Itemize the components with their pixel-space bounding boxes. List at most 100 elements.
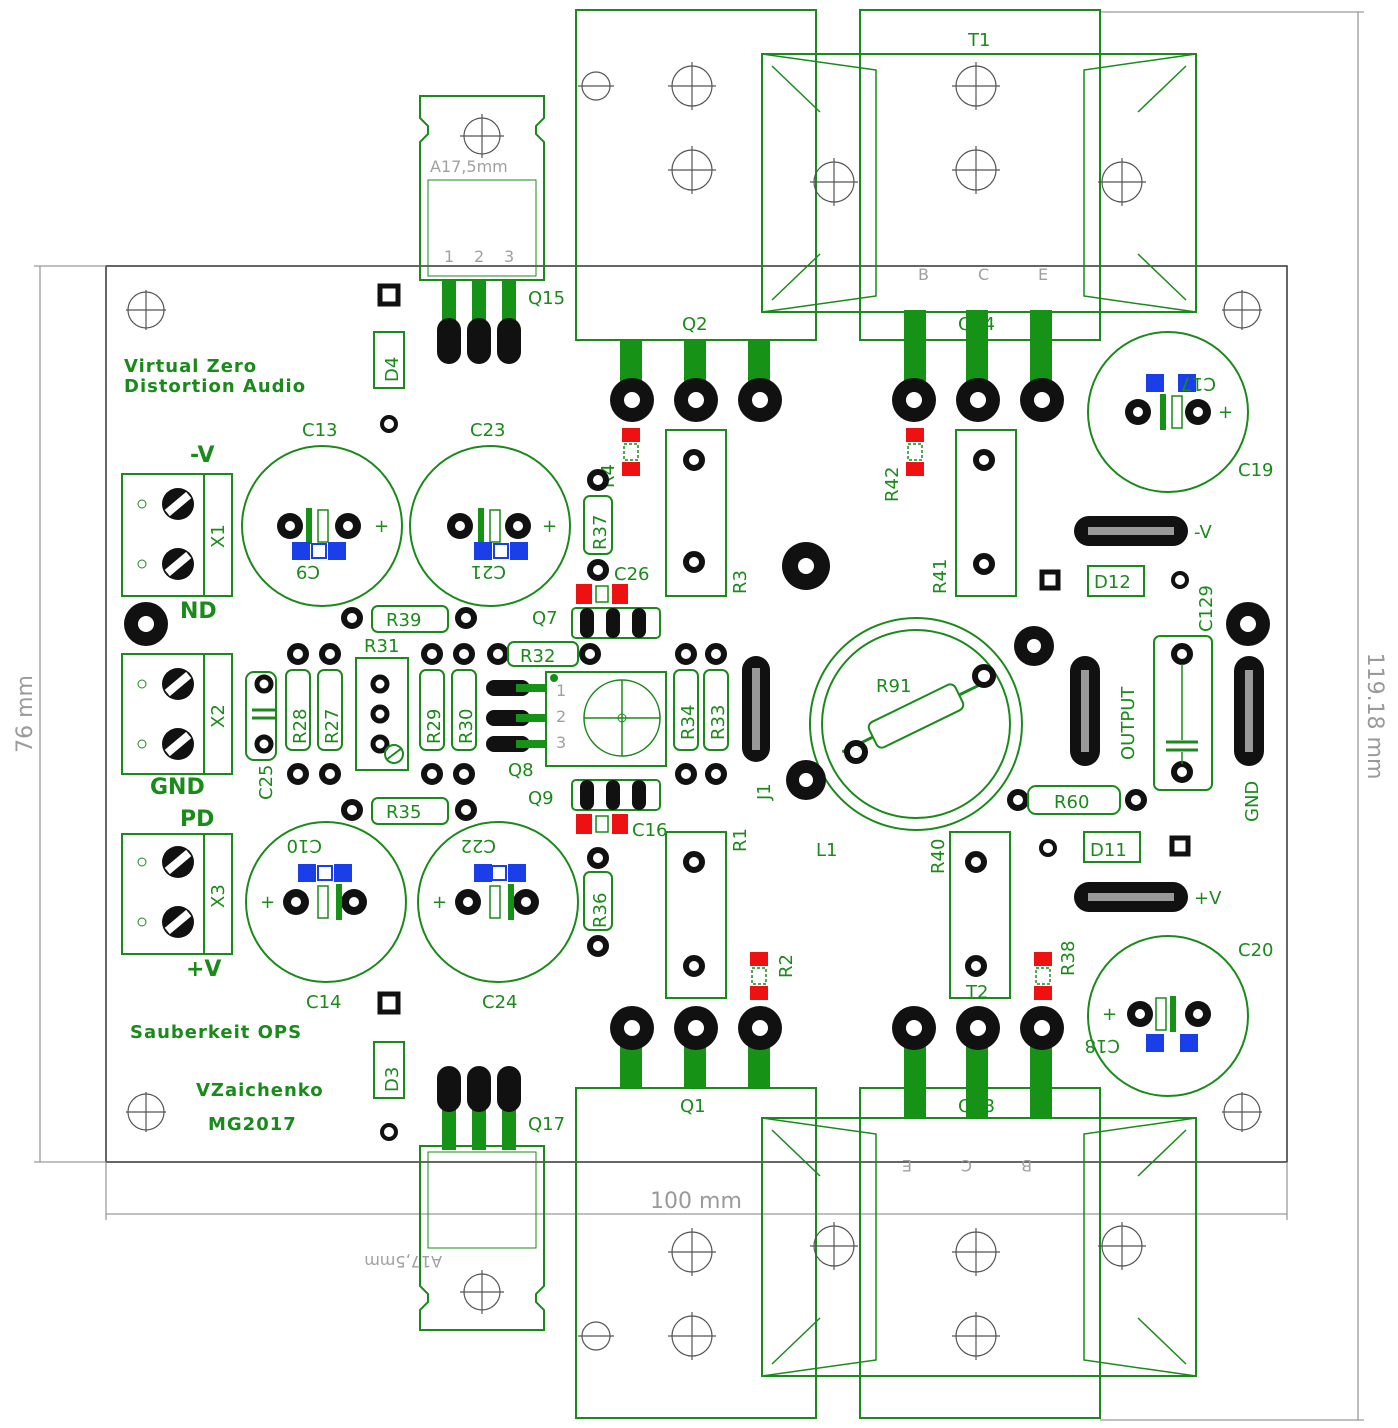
svg-text:D12: D12 <box>1094 572 1131 593</box>
gnd-label: GND <box>150 775 205 800</box>
r60-resistor: R60 <box>1007 785 1147 815</box>
l1-inductor: R91 L1 <box>809 617 1023 861</box>
dim-overall-label: 119.18 mm <box>1362 653 1387 780</box>
c14-capacitor: + C10 <box>245 821 407 983</box>
gnd-jumper-right: GND <box>1226 602 1270 822</box>
j1-jumper: J1 <box>742 656 775 801</box>
q1-label: Q1 <box>680 1096 706 1117</box>
d4-pad <box>377 283 401 307</box>
svg-text:R31: R31 <box>364 636 399 657</box>
board-outline <box>105 265 1288 1163</box>
svg-text:+: + <box>1218 402 1233 423</box>
r38-smd: R38 <box>1034 941 1079 1000</box>
c24-capacitor: + C22 <box>417 821 579 983</box>
svg-text:E: E <box>902 1156 912 1175</box>
d4-diode: D4 <box>373 331 405 389</box>
t2-label: T2 <box>965 982 988 1003</box>
svg-text:B: B <box>1021 1156 1032 1175</box>
board-subtitle: Sauberkeit OPS <box>130 1022 302 1043</box>
svg-text:GND: GND <box>1242 781 1263 822</box>
x2-terminal: X2 <box>121 653 233 775</box>
q2-label: Q2 <box>682 314 708 335</box>
neg-v-jumper-right: -V <box>1074 516 1212 546</box>
neg-v-label: -V <box>190 443 215 468</box>
q17-heatsink: A17,5mm <box>364 1145 545 1331</box>
c20-label: C20 <box>1238 940 1273 961</box>
c13-capacitor: + C9 <box>241 445 403 607</box>
svg-text:C18: C18 <box>1085 1035 1120 1056</box>
svg-text:C129: C129 <box>1196 585 1217 632</box>
svg-text:R38: R38 <box>1058 941 1079 976</box>
c14-label: C14 <box>306 992 341 1013</box>
svg-text:R39: R39 <box>386 610 421 631</box>
board-title-1: Virtual Zero <box>124 356 257 377</box>
dimension-overall-height: 119.18 mm <box>1100 11 1387 1421</box>
r29-resistor: R29 <box>419 643 445 785</box>
c129-capacitor: C129 <box>1153 585 1217 791</box>
svg-text:X3: X3 <box>208 884 229 908</box>
svg-text:R3: R3 <box>730 570 751 594</box>
svg-text:C16: C16 <box>632 820 667 841</box>
svg-text:2: 2 <box>474 247 484 266</box>
c26-smd: C26 <box>576 564 649 604</box>
nd-label: ND <box>180 599 217 624</box>
svg-text:R29: R29 <box>424 709 445 744</box>
c19-capacitor: + C17 <box>1087 331 1249 493</box>
svg-text:C9: C9 <box>296 561 320 582</box>
svg-text:B: B <box>918 265 929 284</box>
q15-note: A17,5mm <box>430 157 508 176</box>
d12-diode: D12 <box>1087 565 1145 597</box>
c19-label: C19 <box>1238 460 1273 481</box>
c20-capacitor: + C18 <box>1085 935 1249 1097</box>
svg-text:C: C <box>978 265 989 284</box>
q7-transistor: Q7 <box>532 607 661 639</box>
r27-resistor: R27 <box>317 643 343 785</box>
dimension-height: 76 mm <box>13 265 106 1163</box>
c24-label: C24 <box>482 992 517 1013</box>
svg-text:J1: J1 <box>754 783 775 801</box>
svg-text:+V: +V <box>1194 888 1222 909</box>
svg-text:C21: C21 <box>471 561 506 582</box>
svg-text:R34: R34 <box>678 705 699 740</box>
svg-text:D4: D4 <box>382 357 403 382</box>
dim-width-label: 100 mm <box>650 1189 742 1214</box>
svg-text:R33: R33 <box>708 705 729 740</box>
svg-text:C26: C26 <box>614 564 649 585</box>
svg-text:R37: R37 <box>590 515 611 550</box>
svg-text:2: 2 <box>556 707 566 726</box>
svg-text:R28: R28 <box>290 709 311 744</box>
q2-heatsink <box>575 9 817 341</box>
svg-text:D3: D3 <box>382 1067 403 1092</box>
svg-text:R27: R27 <box>322 709 343 744</box>
q13-pins <box>892 1006 1064 1118</box>
pd-label: PD <box>180 807 214 832</box>
q8-transistor: 123 Q8 <box>486 671 667 781</box>
board-author: VZaichenko <box>196 1080 324 1101</box>
pos-v-label: +V <box>186 957 221 982</box>
svg-text:3: 3 <box>504 247 514 266</box>
svg-text:R1: R1 <box>730 828 751 852</box>
svg-text:+: + <box>260 892 275 913</box>
x1-terminal: X1 <box>121 473 233 597</box>
r1-resistor: R1 <box>665 828 751 999</box>
q17-note: A17,5mm <box>364 1252 442 1271</box>
q15-pins <box>437 280 521 364</box>
svg-text:R35: R35 <box>386 802 421 823</box>
mounting-holes <box>126 290 1262 1132</box>
svg-text:C22: C22 <box>461 835 496 856</box>
q9-transistor: Q9 <box>528 779 661 811</box>
r37-resistor: R37 <box>583 469 613 581</box>
dim-height-label: 76 mm <box>13 675 38 753</box>
dimension-width: 100 mm <box>105 1162 1288 1220</box>
svg-text:C25: C25 <box>256 765 277 800</box>
svg-text:R40: R40 <box>928 839 949 874</box>
r31-trimmer: R31 <box>355 636 409 771</box>
svg-text:R60: R60 <box>1054 792 1089 813</box>
svg-text:3: 3 <box>556 733 566 752</box>
svg-text:Q7: Q7 <box>532 608 558 629</box>
svg-text:+: + <box>1102 1004 1117 1025</box>
q15-heatsink: A17,5mm 1 2 3 <box>419 95 545 281</box>
r36-resistor: R36 <box>583 847 613 957</box>
r3-resistor: R3 <box>665 429 751 597</box>
